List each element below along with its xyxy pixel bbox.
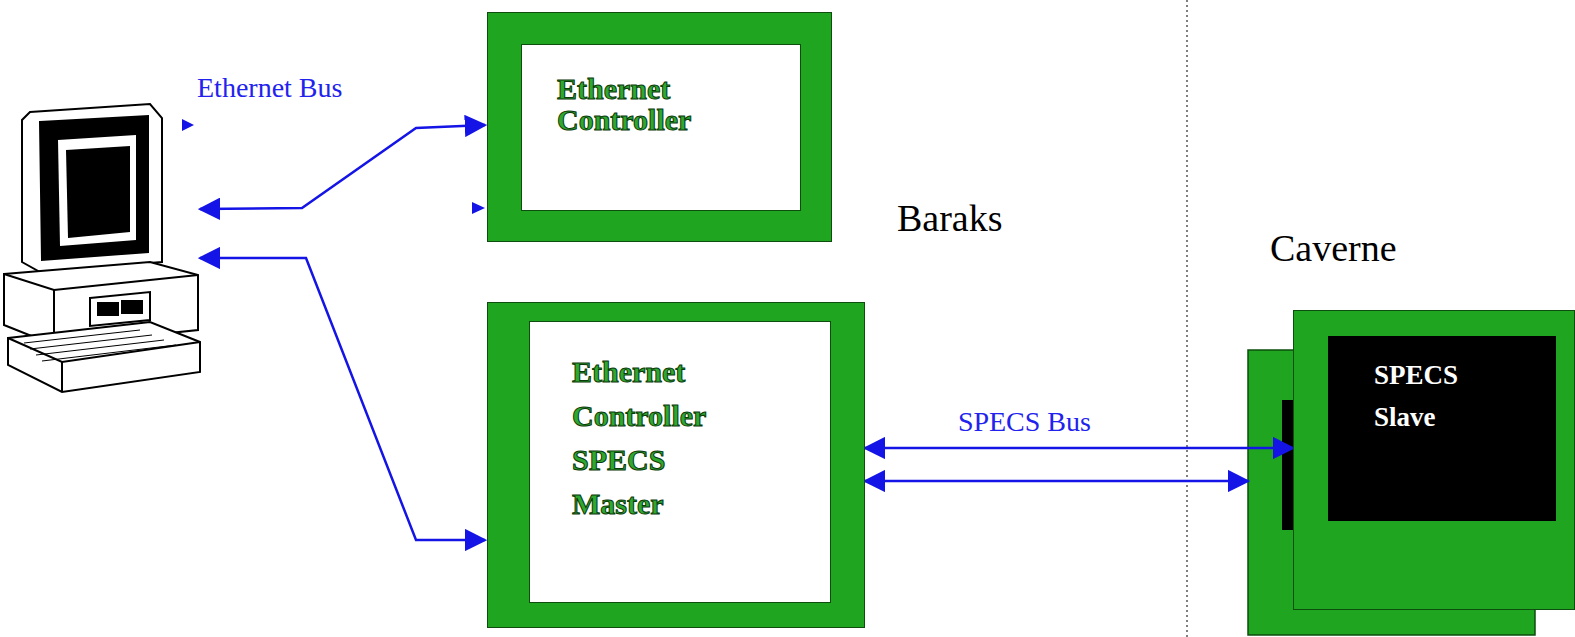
node-label: Ethernet Controller — [557, 73, 691, 135]
node-label: Ethernet Controller SPECS Master — [572, 350, 706, 526]
computer-icon — [4, 104, 200, 392]
boundary-line — [1186, 0, 1188, 637]
node-label: SPECS Slave — [1374, 354, 1458, 438]
chip-face: SPECS Slave — [1328, 336, 1556, 521]
bus-connector — [865, 447, 1293, 450]
area-label: Baraks — [897, 196, 1003, 240]
arrow-mark — [182, 119, 194, 131]
arrow-mark — [472, 202, 485, 214]
panel-face: Ethernet Controller SPECS Master — [529, 321, 831, 603]
slave-card: SPECS Slave — [1293, 310, 1575, 610]
panel-face: Ethernet Controller — [521, 44, 801, 211]
bus-label: SPECS Bus — [955, 406, 1094, 438]
controller-box: Ethernet Controller SPECS Master — [487, 302, 865, 628]
ethernet-wire — [200, 125, 485, 540]
bus-connector — [865, 480, 1248, 483]
controller-box: Ethernet Controller — [487, 12, 832, 242]
area-label: Caverne — [1270, 226, 1397, 270]
bus-label: Ethernet Bus — [197, 72, 342, 104]
